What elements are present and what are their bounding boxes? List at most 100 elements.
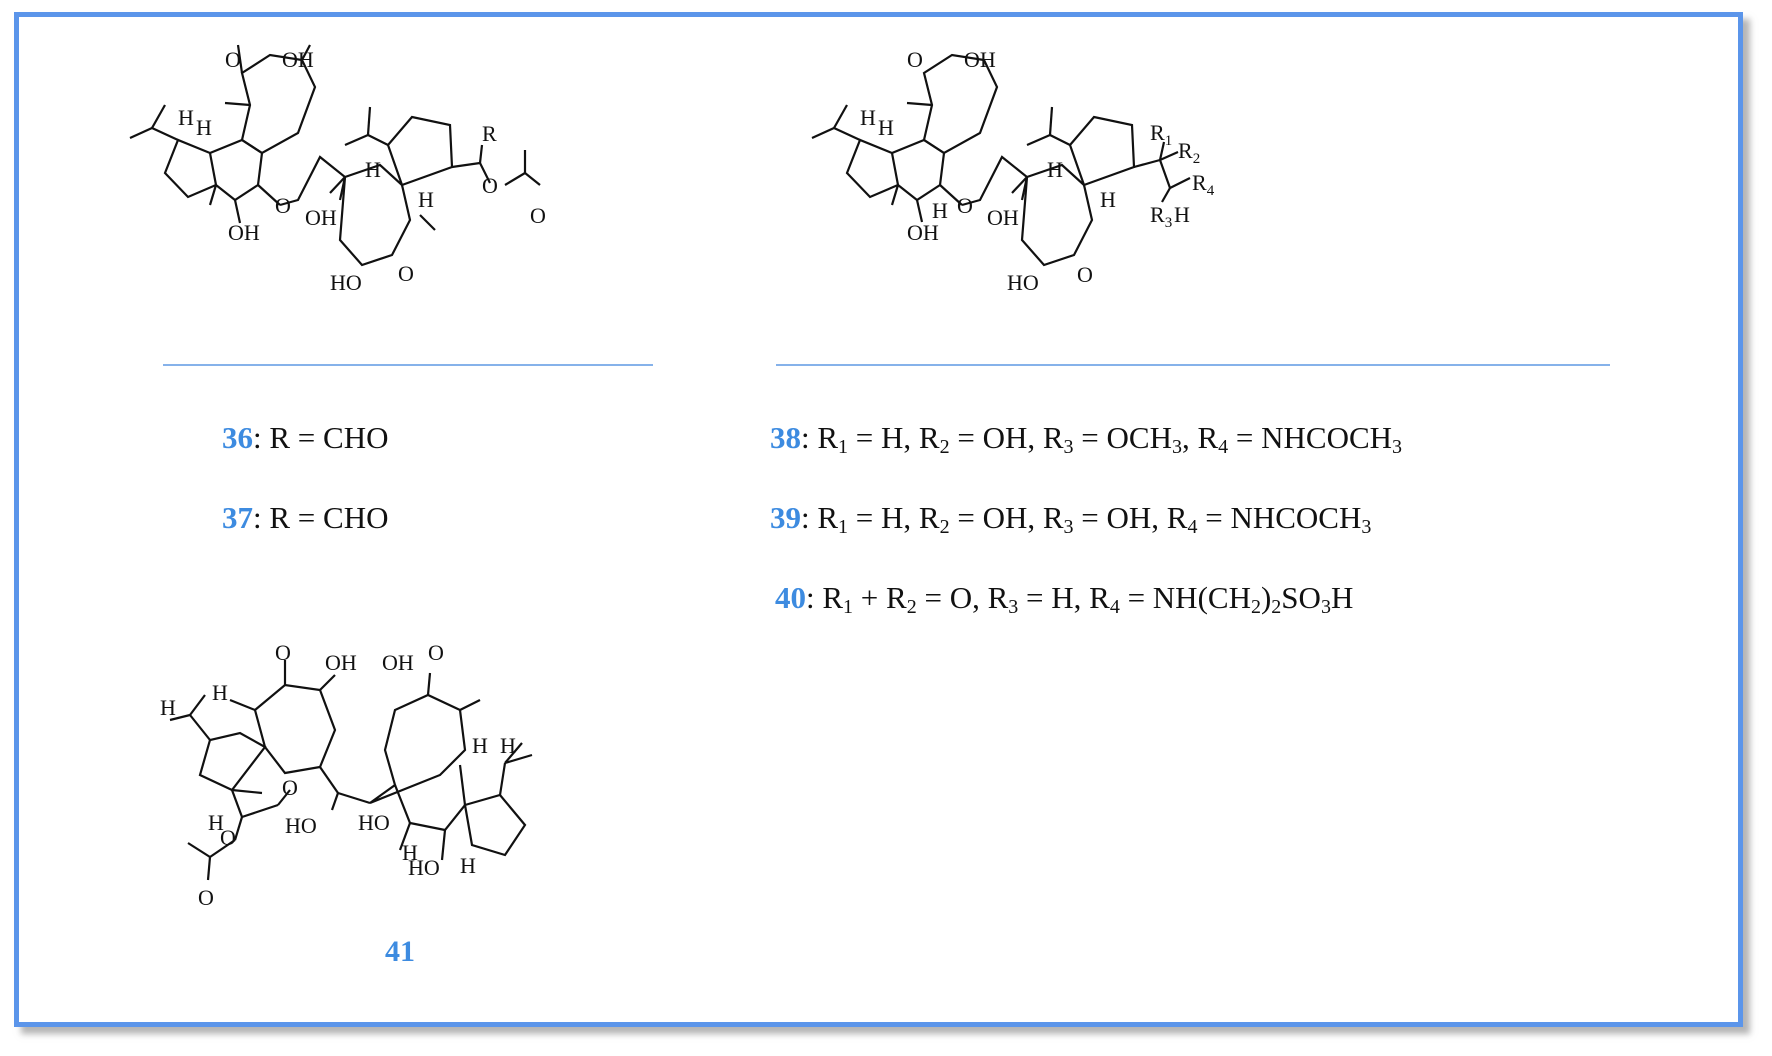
svg-text:HO: HO [358, 810, 390, 835]
compound-number: 36 [222, 420, 253, 455]
subscript: 3 [1008, 596, 1019, 618]
svg-text:H: H [418, 187, 434, 212]
svg-text:OH: OH [325, 650, 357, 675]
formula-text: = NHCOCH [1197, 500, 1362, 535]
subscript: 3 [1063, 436, 1074, 458]
svg-text:H: H [365, 157, 381, 182]
svg-text:O: O [530, 203, 546, 228]
formula-text: : R [801, 500, 839, 535]
compound-number: 39 [770, 500, 801, 535]
formula-text: = OH, R [949, 420, 1064, 455]
svg-text:O: O [907, 47, 923, 72]
svg-text:HO: HO [1007, 270, 1039, 295]
svg-text:O: O [482, 173, 498, 198]
subscript: 1 [838, 516, 849, 538]
svg-text:H: H [178, 105, 194, 130]
structure-38-40: O OH H H H O OH OH H H R1 R2 R4 R3 H HO … [811, 47, 1232, 310]
compound-formula: : R1 = H, R2 = OH, R3 = OH, R4 = NHCOCH3 [801, 500, 1372, 538]
compound-formula: : R1 = H, R2 = OH, R3 = OCH3, R4 = NHCOC… [801, 420, 1403, 458]
svg-text:H: H [932, 198, 948, 223]
subscript: 3 [1063, 516, 1074, 538]
compound-formula: : R1 + R2 = O, R3 = H, R4 = NH(CH2)2SO3H [806, 580, 1354, 618]
svg-text:R1: R1 [1150, 120, 1172, 149]
formula-text: = H, R [848, 500, 940, 535]
compound-number: 40 [775, 580, 806, 615]
formula-text: ) [1260, 580, 1272, 615]
svg-text:HO: HO [285, 813, 317, 838]
compound-formula: : R = CHO [253, 420, 388, 455]
subscript: 3 [1361, 516, 1372, 538]
structure-41: O OH OH O H H H H O H HO HO H HO H O O [160, 640, 650, 925]
svg-text:O: O [957, 193, 973, 218]
formula-text: = H, R [848, 420, 940, 455]
subscript: 2 [1271, 596, 1282, 618]
formula-text: , R [1181, 420, 1219, 455]
subscript: 4 [1187, 516, 1198, 538]
formula-text: = NHCOCH [1228, 420, 1393, 455]
svg-text:H: H [1100, 187, 1116, 212]
divider-left [163, 364, 653, 366]
formula-text: H [1330, 580, 1354, 615]
formula-text: = H, R [1018, 580, 1110, 615]
subscript: 4 [1218, 436, 1229, 458]
subscript: 2 [939, 516, 950, 538]
formula-text: : R = CHO [253, 420, 389, 455]
compound-38-legend: 38: R1 = H, R2 = OH, R3 = OCH3, R4 = NHC… [770, 420, 1402, 459]
svg-text:OH: OH [305, 205, 337, 230]
subscript: 4 [1109, 596, 1120, 618]
compound-39-legend: 39: R1 = H, R2 = OH, R3 = OH, R4 = NHCOC… [770, 500, 1371, 539]
compound-number: 38 [770, 420, 801, 455]
divider-right [776, 364, 1610, 366]
compound-36-legend: 36: R = CHO [222, 420, 388, 456]
svg-text:H: H [160, 695, 176, 720]
svg-text:HO: HO [330, 270, 362, 295]
structure-36-37: O OH H H O OH OH H H R O O HO O [129, 44, 560, 315]
compound-number: 37 [222, 500, 253, 535]
svg-text:O: O [398, 261, 414, 286]
svg-text:H: H [402, 840, 418, 865]
compound-41-label: 41 [385, 935, 415, 968]
subscript: 3 [1392, 436, 1403, 458]
svg-text:H: H [1174, 202, 1190, 227]
svg-text:H: H [208, 810, 224, 835]
compound-40-legend: 40: R1 + R2 = O, R3 = H, R4 = NH(CH2)2SO… [775, 580, 1353, 619]
formula-text: = OH, R [1073, 500, 1188, 535]
svg-text:O: O [282, 775, 298, 800]
svg-text:H: H [500, 733, 516, 758]
svg-text:HO: HO [408, 855, 440, 880]
svg-text:OH: OH [987, 205, 1019, 230]
svg-text:O: O [275, 193, 291, 218]
formula-text: = O, R [916, 580, 1009, 615]
subscript: 1 [843, 596, 854, 618]
formula-text: = NH(CH [1119, 580, 1251, 615]
svg-text:R4: R4 [1192, 170, 1215, 199]
svg-text:R3: R3 [1150, 202, 1172, 231]
compound-37-legend: 37: R = CHO [222, 500, 388, 536]
formula-text: : R [801, 420, 839, 455]
formula-text: + R [853, 580, 907, 615]
svg-text:H: H [472, 733, 488, 758]
svg-text:O: O [220, 825, 236, 850]
svg-text:H: H [878, 115, 894, 140]
svg-text:OH: OH [282, 47, 314, 72]
subscript: 3 [1171, 436, 1182, 458]
svg-text:O: O [1077, 262, 1093, 287]
svg-text:H: H [212, 680, 228, 705]
svg-text:O: O [275, 640, 291, 665]
svg-text:R: R [482, 121, 497, 146]
figure-frame [14, 12, 1743, 1027]
svg-text:OH: OH [382, 650, 414, 675]
subscript: 2 [906, 596, 917, 618]
formula-text: : R [806, 580, 844, 615]
svg-text:OH: OH [907, 220, 939, 245]
svg-text:H: H [196, 115, 212, 140]
svg-text:O: O [225, 47, 241, 72]
svg-text:O: O [198, 885, 214, 910]
subscript: 1 [838, 436, 849, 458]
svg-text:O: O [428, 640, 444, 665]
formula-text: = OH, R [949, 500, 1064, 535]
formula-text: : R = CHO [253, 500, 389, 535]
svg-text:H: H [860, 105, 876, 130]
svg-text:OH: OH [964, 47, 996, 72]
svg-text:H: H [460, 853, 476, 878]
